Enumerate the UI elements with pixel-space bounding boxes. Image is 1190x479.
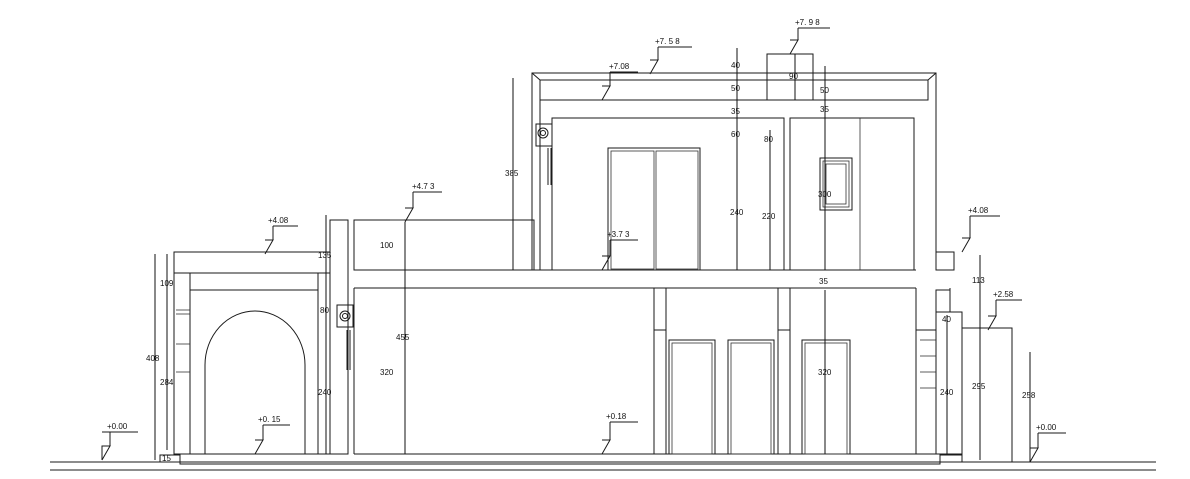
dim-80-upper: 80 bbox=[764, 135, 773, 144]
level-mid: +3.7 3 bbox=[607, 230, 630, 239]
level-floor: +0.18 bbox=[606, 412, 627, 421]
dim-113: 113 bbox=[972, 276, 985, 285]
dim-35-right: 35 bbox=[820, 105, 829, 114]
dimension-lines bbox=[154, 48, 1031, 462]
dim-240-right: 240 bbox=[940, 388, 954, 397]
dim-35-top: 35 bbox=[731, 107, 740, 116]
dim-240-left: 240 bbox=[318, 388, 332, 397]
dim-135: 135 bbox=[318, 251, 332, 260]
door-1 bbox=[668, 339, 716, 455]
level-right-wall: +2.58 bbox=[993, 290, 1014, 299]
dim-40-right: 40 bbox=[942, 315, 951, 324]
level-ground-left: +0.00 bbox=[107, 422, 128, 431]
dim-295: 295 bbox=[972, 382, 986, 391]
dim-284: 284 bbox=[160, 378, 174, 387]
right-wing bbox=[915, 251, 1013, 463]
level-left-parapet: +4.08 bbox=[268, 216, 289, 225]
dim-80-left: 80 bbox=[320, 306, 329, 315]
dim-90: 90 bbox=[789, 72, 798, 81]
left-arch-wing bbox=[173, 251, 331, 455]
dim-100: 100 bbox=[380, 241, 394, 250]
level-markers bbox=[101, 27, 1066, 463]
dim-220: 220 bbox=[762, 212, 776, 221]
arch-opening bbox=[204, 310, 306, 454]
dim-408: 408 bbox=[146, 354, 160, 363]
window bbox=[819, 157, 853, 211]
level-mid-roof: +4.7 3 bbox=[412, 182, 435, 191]
dim-15: 15 bbox=[162, 454, 171, 463]
balcony-door bbox=[607, 147, 701, 271]
dim-60: 60 bbox=[731, 130, 740, 139]
dim-300: 300 bbox=[818, 190, 832, 199]
entrance-column bbox=[329, 219, 354, 455]
dim-385: 385 bbox=[505, 169, 519, 178]
dim-109: 109 bbox=[160, 279, 174, 288]
dim-258: 258 bbox=[1022, 391, 1036, 400]
dim-240-upper: 240 bbox=[730, 208, 744, 217]
level-right-parapet: +4.08 bbox=[968, 206, 989, 215]
dim-40-top: 40 bbox=[731, 61, 740, 70]
level-arch-floor: +0. 15 bbox=[258, 415, 281, 424]
level-top-roof: +7.08 bbox=[609, 62, 630, 71]
ground-floor bbox=[353, 219, 940, 455]
level-top-parapet: +7. 5 8 bbox=[655, 37, 680, 46]
level-ground-right: +0.00 bbox=[1036, 423, 1057, 432]
dim-50-right: 50 bbox=[820, 86, 829, 95]
level-chimney-top: +7. 9 8 bbox=[795, 18, 820, 27]
dim-320-left: 320 bbox=[380, 368, 394, 377]
door-3 bbox=[801, 339, 851, 455]
dim-50-left: 50 bbox=[731, 84, 740, 93]
dim-455: 455 bbox=[396, 333, 410, 342]
dim-320-right: 320 bbox=[818, 368, 832, 377]
dim-35-floor: 35 bbox=[819, 277, 828, 286]
upper-floor bbox=[531, 53, 937, 271]
door-2 bbox=[727, 339, 775, 455]
